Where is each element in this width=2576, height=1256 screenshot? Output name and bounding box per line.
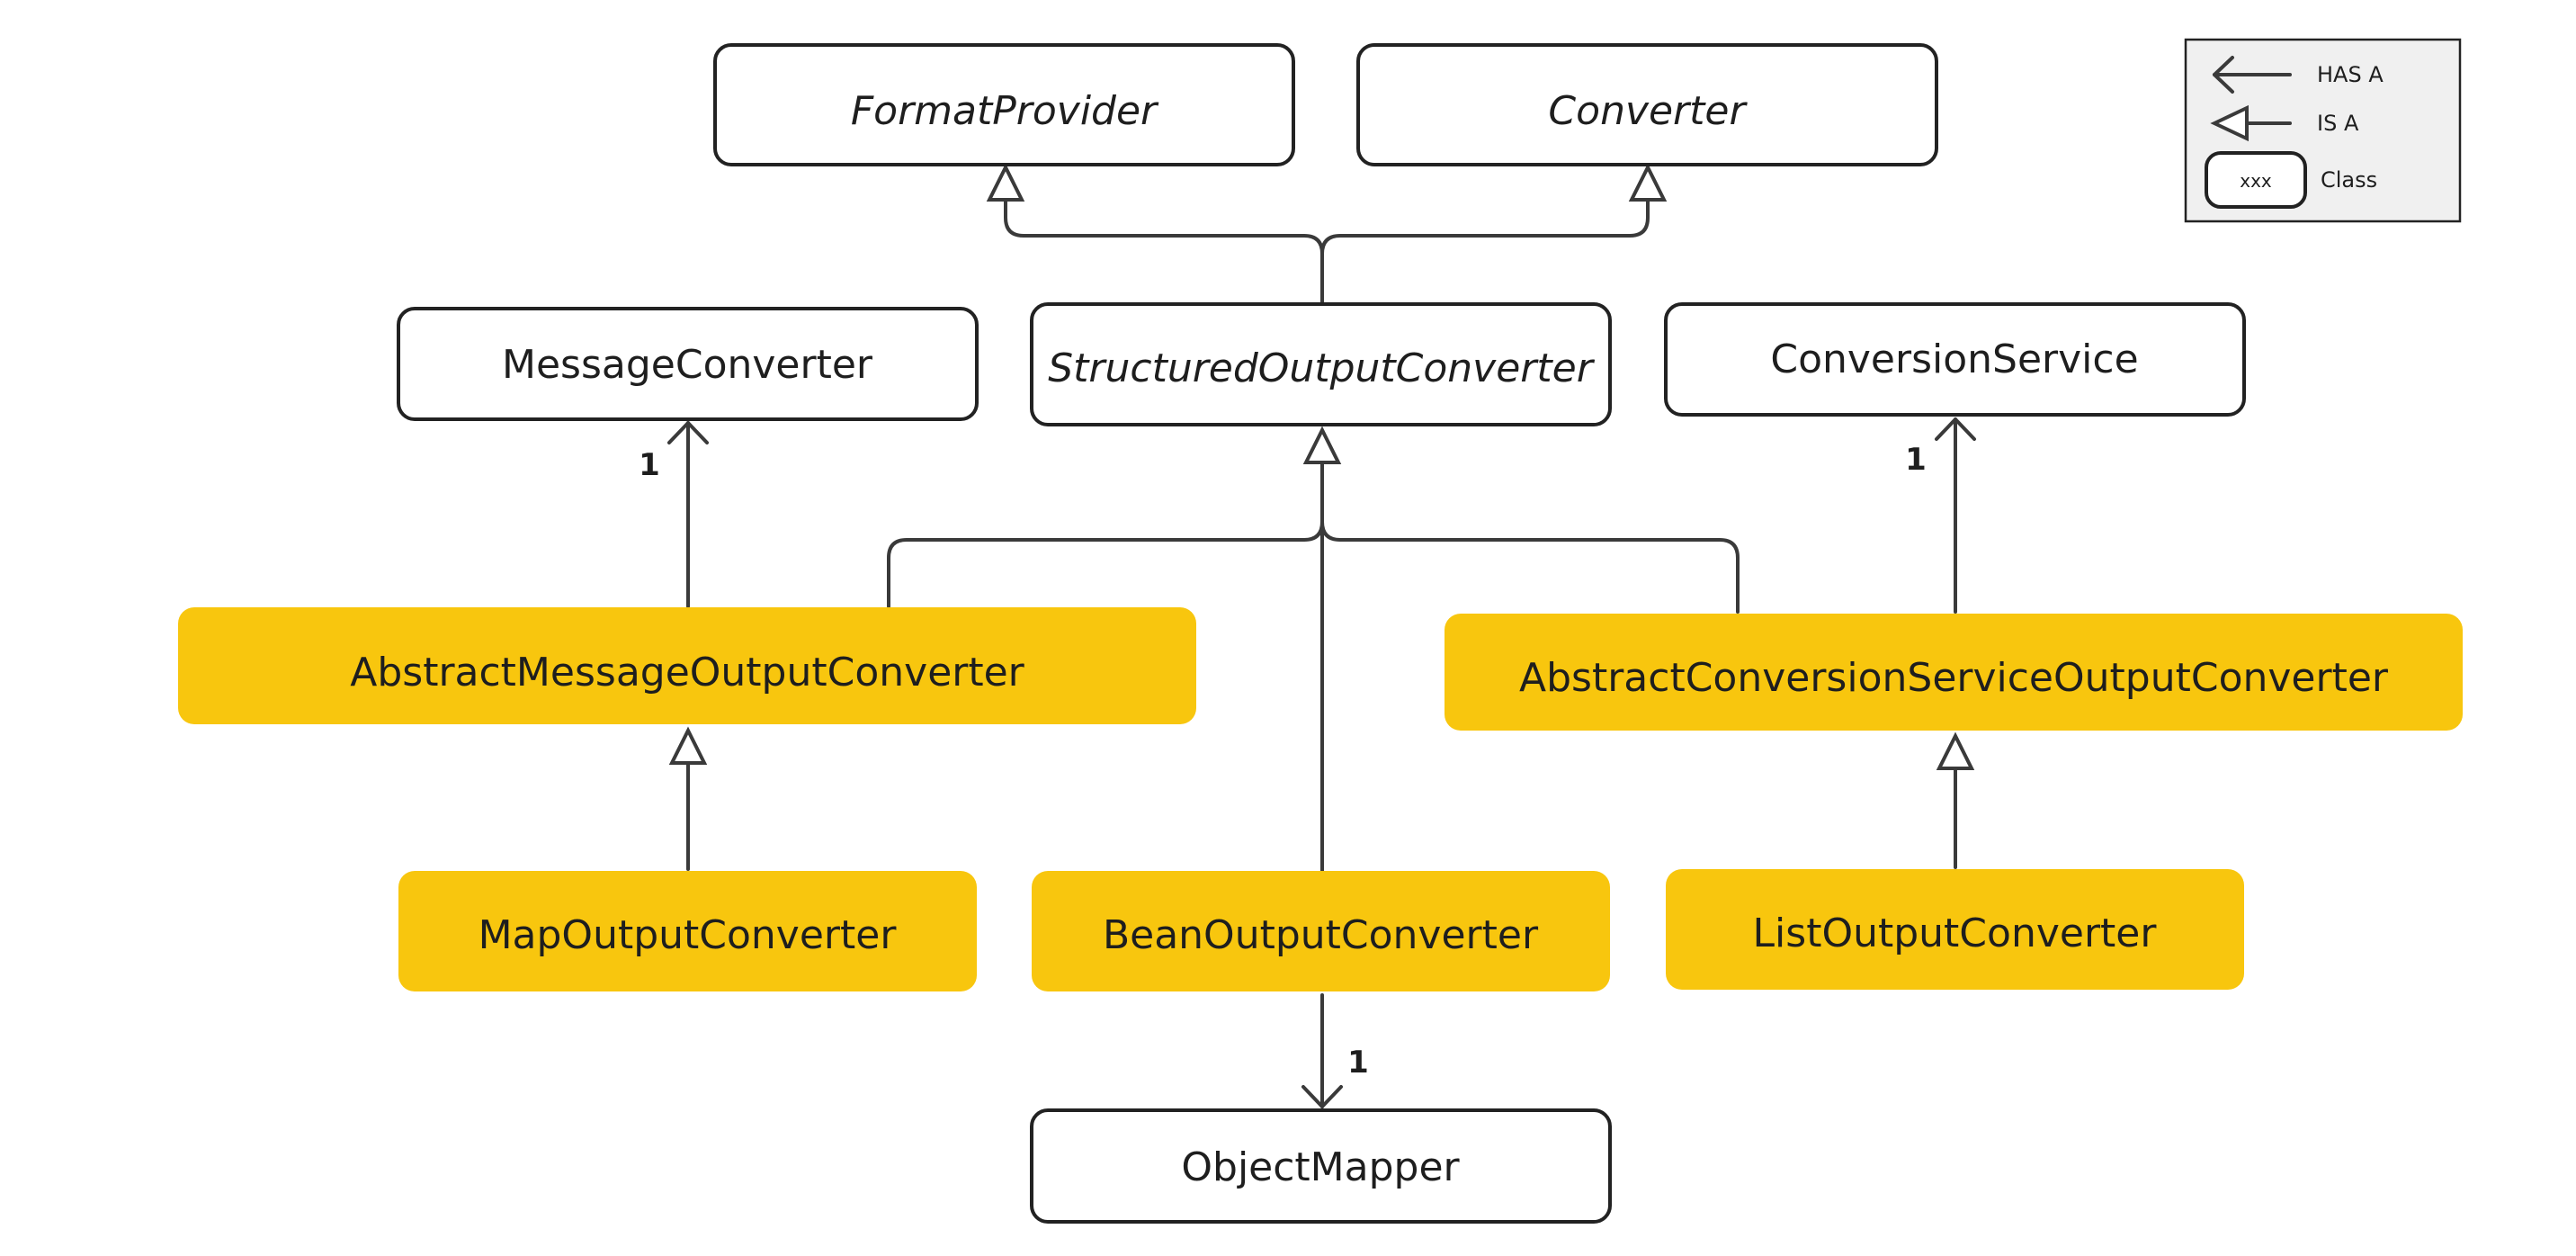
legend-class-label: Class [2321, 167, 2377, 193]
class-abstract-conversion-service-output-converter: AbstractConversionServiceOutputConverter [1445, 614, 2463, 731]
edge-abstract-conversion-to-structured [1320, 520, 1740, 614]
class-label: AbstractMessageOutputConverter [350, 650, 1024, 695]
is-a-legend-icon [2210, 104, 2249, 142]
class-legend-icon [2205, 151, 2307, 209]
class-message-converter: MessageConverter [397, 307, 979, 421]
is-a-arrowhead-structured [1302, 426, 1342, 464]
legend: HAS A IS A xxx Class [2184, 38, 2462, 223]
edge-structured-to-format-provider [1004, 194, 1324, 304]
edge-abstract-message-to-structured [887, 520, 1324, 608]
class-list-output-converter: ListOutputConverter [1666, 869, 2244, 990]
edge-structured-to-converter [1320, 194, 1650, 256]
class-converter: Converter [1356, 43, 1938, 166]
has-a-arrowhead-conversion-service [1935, 417, 1976, 441]
class-object-mapper: ObjectMapper [1030, 1108, 1612, 1224]
is-a-arrowhead-format-provider [986, 163, 1025, 202]
multiplicity-conversion-service: 1 [1905, 442, 1927, 478]
multiplicity-object-mapper: 1 [1347, 1045, 1369, 1081]
class-label: AbstractConversionServiceOutputConverter [1519, 655, 2389, 701]
class-conversion-service: ConversionService [1664, 302, 2246, 417]
is-a-arrowhead-abstract-message [668, 726, 708, 765]
class-label: ListOutputConverter [1753, 911, 2158, 956]
class-label: MapOutputConverter [479, 912, 898, 958]
class-structured-output-converter: StructuredOutputConverter [1030, 302, 1612, 426]
class-label: FormatProvider [851, 88, 1159, 134]
is-a-arrowhead-abstract-conversion [1936, 731, 1975, 770]
legend-is-a-label: IS A [2317, 111, 2359, 136]
class-label: StructuredOutputConverter [1048, 345, 1595, 391]
has-a-legend-icon [2213, 56, 2234, 94]
class-label: BeanOutputConverter [1103, 912, 1539, 958]
has-a-arrowhead-object-mapper [1301, 1085, 1343, 1108]
class-label: Converter [1548, 88, 1748, 134]
has-a-arrowhead-message-converter [667, 421, 709, 444]
multiplicity-message-converter: 1 [639, 447, 660, 483]
class-format-provider: FormatProvider [713, 43, 1295, 166]
class-label: ObjectMapper [1181, 1144, 1460, 1190]
class-label: ConversionService [1770, 336, 2138, 382]
class-abstract-message-output-converter: AbstractMessageOutputConverter [178, 607, 1196, 724]
class-map-output-converter: MapOutputConverter [398, 871, 977, 991]
class-label: MessageConverter [502, 342, 873, 388]
legend-has-a-label: HAS A [2317, 62, 2384, 87]
edges [667, 163, 1976, 1108]
class-bean-output-converter: BeanOutputConverter [1032, 871, 1610, 991]
is-a-arrowhead-converter [1628, 163, 1668, 202]
legend-class-sample: xxx [2240, 170, 2272, 192]
